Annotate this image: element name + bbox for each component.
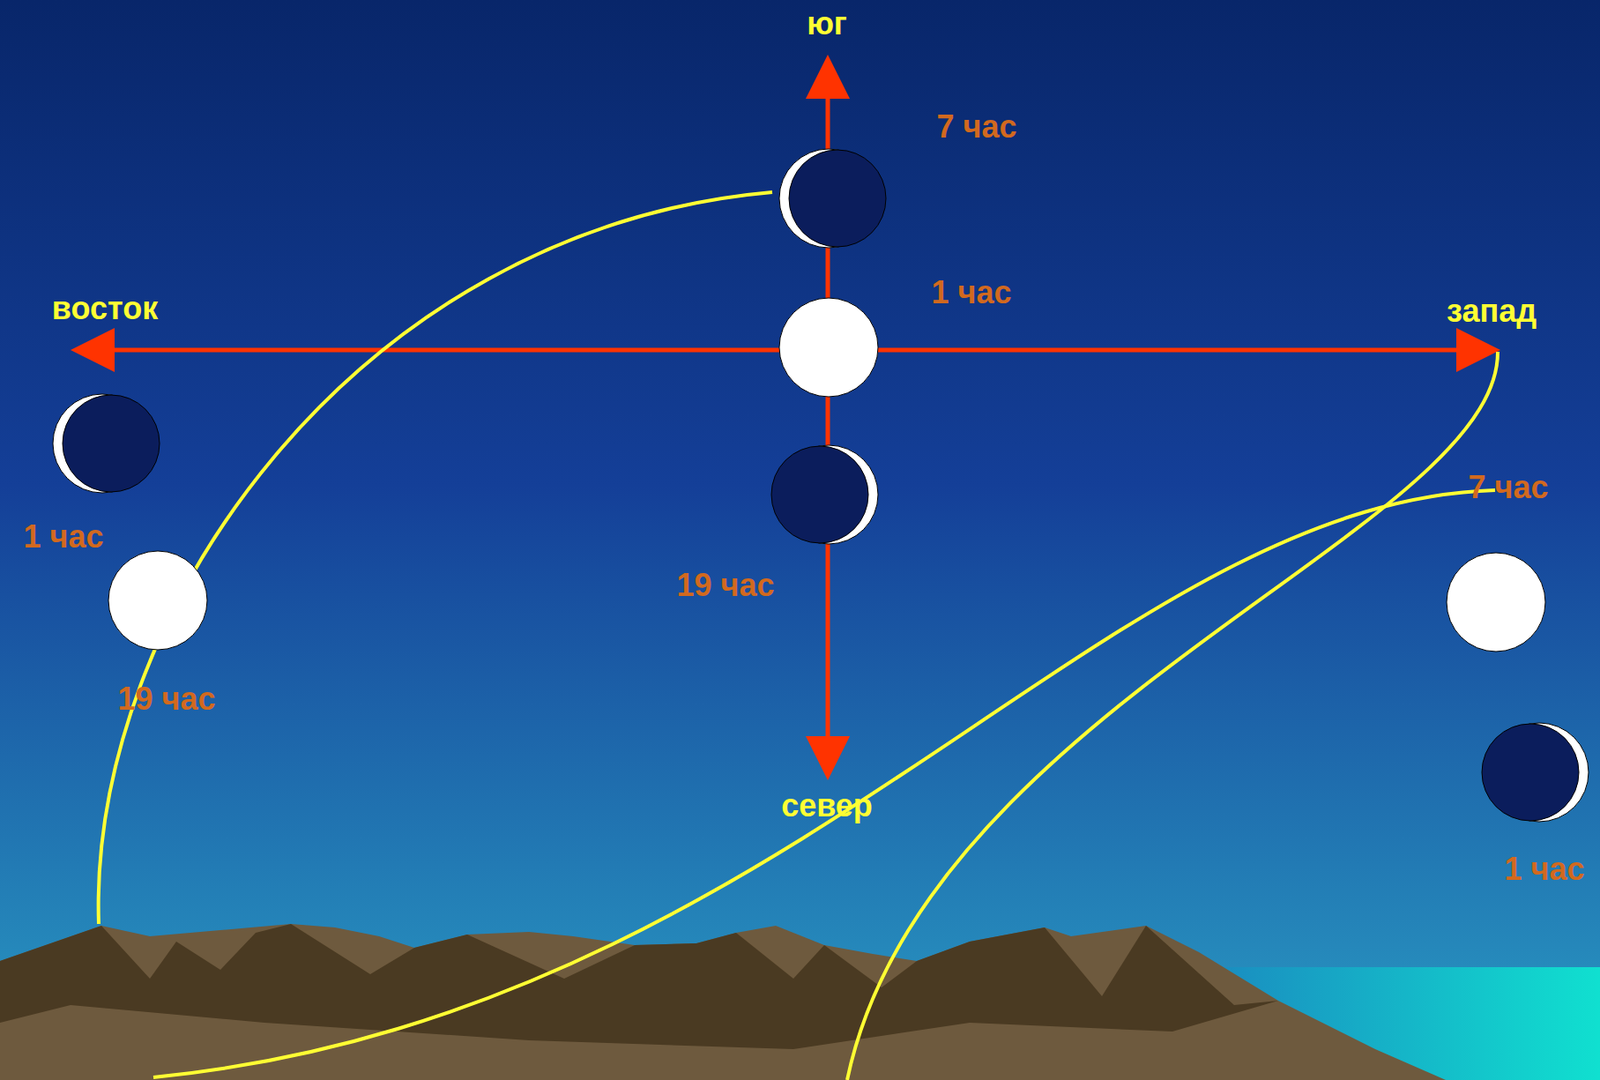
mountains <box>0 923 1446 1080</box>
time-label: 1 час <box>23 518 105 556</box>
time-label: 1 час <box>931 274 1013 312</box>
time-label: 19 час <box>118 680 216 718</box>
mountain-shadows <box>0 923 1279 1050</box>
moon-paths <box>98 192 1498 1080</box>
compass-axes <box>79 63 1492 772</box>
direction-label: восток <box>52 290 158 328</box>
moons <box>52 148 1589 822</box>
time-label: 19 час <box>677 566 775 604</box>
time-label: 1 час <box>1504 850 1586 888</box>
direction-label: запад <box>1446 292 1537 330</box>
time-label: 7 час <box>937 108 1018 146</box>
direction-label: север <box>781 787 873 825</box>
time-label: 7 час <box>1468 468 1549 507</box>
direction-label: юг <box>806 5 848 43</box>
